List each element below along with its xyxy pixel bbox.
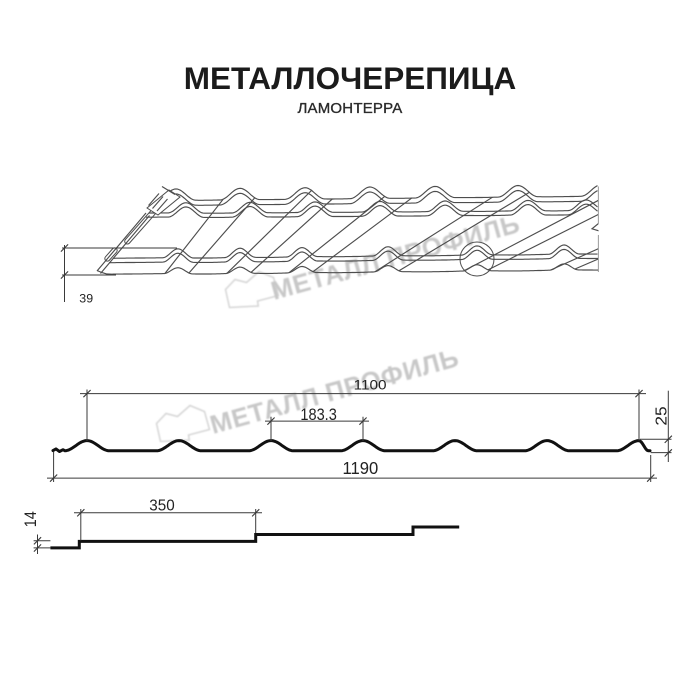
svg-text:183.3: 183.3 (300, 405, 336, 424)
svg-text:350: 350 (149, 497, 174, 514)
svg-text:МЕТАЛЛ ПРОФИЛЬ: МЕТАЛЛ ПРОФИЛЬ (207, 342, 462, 440)
svg-text:25: 25 (653, 406, 670, 426)
svg-text:14: 14 (22, 511, 40, 527)
svg-text:1100: 1100 (354, 376, 387, 392)
svg-text:39: 39 (79, 292, 93, 306)
svg-text:1190: 1190 (343, 458, 379, 478)
